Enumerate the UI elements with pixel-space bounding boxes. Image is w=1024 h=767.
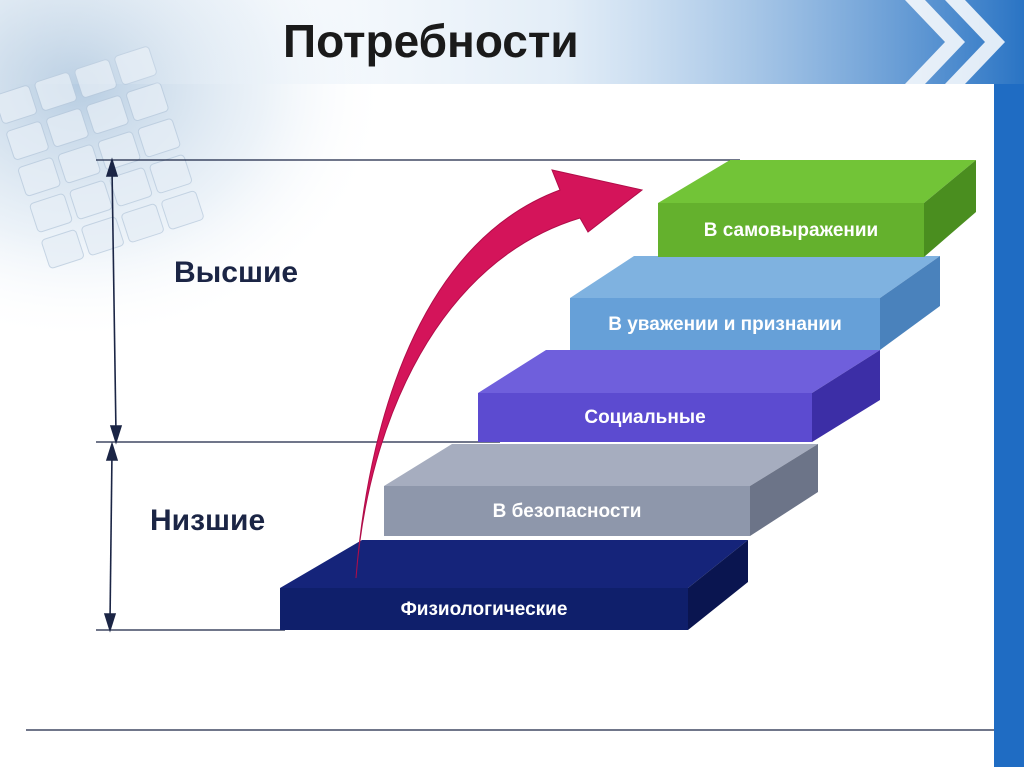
group-label-lower: Низшие	[150, 504, 266, 537]
step-safety	[384, 444, 818, 536]
right-accent-bar	[994, 84, 1024, 767]
curved-arrow-icon	[355, 169, 644, 579]
step-esteem	[570, 256, 940, 350]
slide-title: Потребности	[283, 15, 579, 67]
step-self-expression	[658, 160, 976, 257]
step-social	[478, 350, 880, 442]
group-label-higher: Высшие	[174, 256, 299, 289]
step-label-safety: В безопасности	[492, 500, 642, 522]
step-label-social: Социальные	[584, 407, 706, 428]
double-arrow-icon	[103, 157, 123, 633]
chevron-right-icon	[905, 0, 1005, 84]
top-banner	[0, 0, 1024, 84]
step-physiological	[280, 540, 748, 630]
step-label-self-expression: В самовыражении	[703, 219, 879, 241]
step-label-physiological: Физиологические	[400, 598, 568, 620]
step-label-esteem: В уважении и признании	[608, 313, 842, 335]
